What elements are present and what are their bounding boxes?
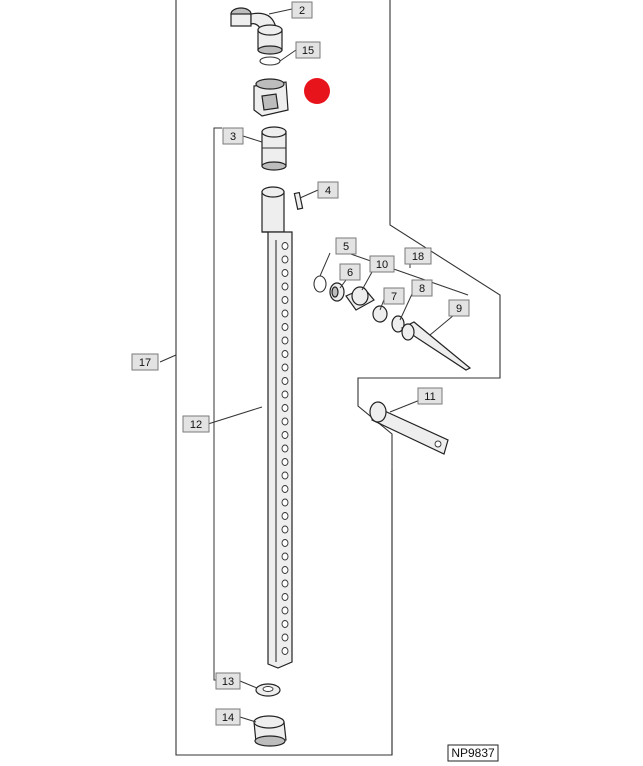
tube-hole	[281, 390, 289, 399]
svg-text:7: 7	[391, 291, 397, 303]
highlight-marker	[304, 78, 330, 104]
svg-text:13: 13	[222, 676, 234, 688]
tube-hole	[281, 350, 289, 358]
tube-hole	[281, 323, 289, 331]
tube-hole	[281, 620, 289, 628]
callout-17: 17	[131, 353, 159, 371]
tube-hole	[281, 282, 289, 291]
svg-text:6: 6	[347, 267, 353, 279]
tube-hole	[281, 485, 289, 493]
part-3-sleeve	[261, 126, 287, 171]
callout-11: 11	[417, 387, 443, 405]
svg-text:8: 8	[419, 283, 425, 295]
svg-text:17: 17	[139, 357, 151, 369]
tube-hole	[281, 647, 289, 655]
svg-text:5: 5	[343, 241, 349, 253]
callout-8: 8	[411, 279, 433, 297]
part-2-elbow-fitting	[230, 7, 283, 55]
svg-text:12: 12	[190, 419, 202, 431]
callout-9: 9	[448, 299, 470, 317]
svg-text:15: 15	[302, 45, 314, 57]
figure-reference-code: NP9837	[447, 744, 499, 762]
tube-hole	[281, 242, 289, 250]
part-1-adapter-block	[253, 78, 289, 117]
tube-hole	[281, 512, 289, 520]
tube-hole	[281, 269, 289, 277]
callout-10: 10	[369, 255, 395, 273]
leader-lines	[159, 8, 469, 723]
svg-text:18: 18	[412, 251, 424, 263]
tube-hole	[281, 404, 289, 412]
tube-hole	[281, 633, 289, 642]
tube-hole	[281, 552, 289, 561]
tube-hole	[281, 471, 289, 480]
svg-text:9: 9	[456, 303, 462, 315]
part-14-end-cap	[253, 715, 287, 747]
tube-hole	[281, 336, 289, 345]
tube-hole	[281, 498, 289, 507]
part-4-pin	[293, 191, 304, 210]
callout-13: 13	[215, 672, 241, 690]
svg-text:14: 14	[222, 712, 234, 724]
svg-text:4: 4	[325, 185, 331, 197]
tube-hole	[281, 255, 289, 264]
callout-18: 18	[404, 247, 432, 265]
callout-14: 14	[215, 708, 241, 726]
callout-2: 2	[291, 1, 313, 19]
part-12-tube	[261, 186, 293, 669]
tube-hole	[281, 444, 289, 453]
svg-text:11: 11	[424, 391, 435, 403]
tube-hole	[281, 431, 289, 439]
part-15-o-ring	[259, 56, 281, 66]
tube-hole	[281, 417, 289, 426]
callout-6: 6	[339, 263, 361, 281]
part-7-spacer	[372, 305, 388, 323]
svg-text:3: 3	[230, 131, 236, 143]
svg-text:NP9837: NP9837	[451, 746, 495, 760]
tube-hole	[281, 296, 289, 304]
tube-hole	[281, 458, 289, 466]
tube-hole	[281, 377, 289, 385]
callout-3: 3	[222, 127, 244, 145]
part-9-tapered-pin	[400, 321, 472, 371]
callout-7: 7	[383, 287, 405, 305]
callout-4: 4	[317, 181, 339, 199]
tube-hole	[281, 606, 289, 615]
part-13-washer	[255, 683, 281, 697]
part-5-o-ring	[313, 275, 327, 293]
tube-hole	[281, 309, 289, 318]
tube-hole	[281, 363, 289, 372]
assembly-outline	[175, 0, 501, 756]
tube-hole	[281, 579, 289, 588]
tube-hole	[281, 539, 289, 547]
svg-text:2: 2	[299, 5, 305, 17]
callout-12: 12	[182, 415, 210, 433]
tube-hole	[281, 525, 289, 534]
tube-hole	[281, 566, 289, 574]
tube-hole	[281, 593, 289, 601]
svg-text:10: 10	[376, 259, 388, 271]
part-10-fitting	[345, 286, 375, 311]
callout-15: 15	[295, 41, 321, 59]
callout-5: 5	[335, 237, 357, 255]
part-11-clevis-pin	[369, 401, 449, 455]
